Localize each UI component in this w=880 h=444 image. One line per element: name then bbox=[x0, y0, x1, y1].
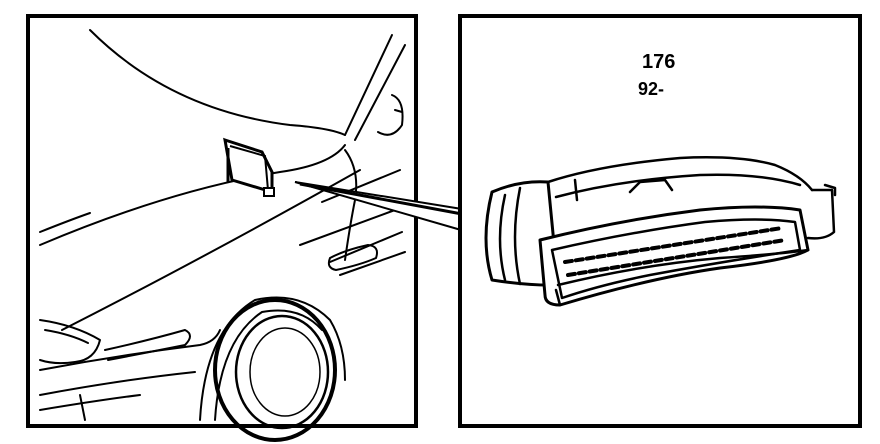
car-view-frame bbox=[26, 14, 418, 428]
connector-detail-panel: 176 92- bbox=[458, 14, 862, 428]
model-code-label: 176 bbox=[642, 51, 675, 73]
multi-pin-connector-icon bbox=[484, 156, 837, 307]
control-unit-icon bbox=[223, 137, 275, 197]
front-wheel bbox=[213, 298, 337, 442]
year-range-label: 92- bbox=[638, 79, 664, 99]
car-view-panel bbox=[26, 14, 418, 442]
